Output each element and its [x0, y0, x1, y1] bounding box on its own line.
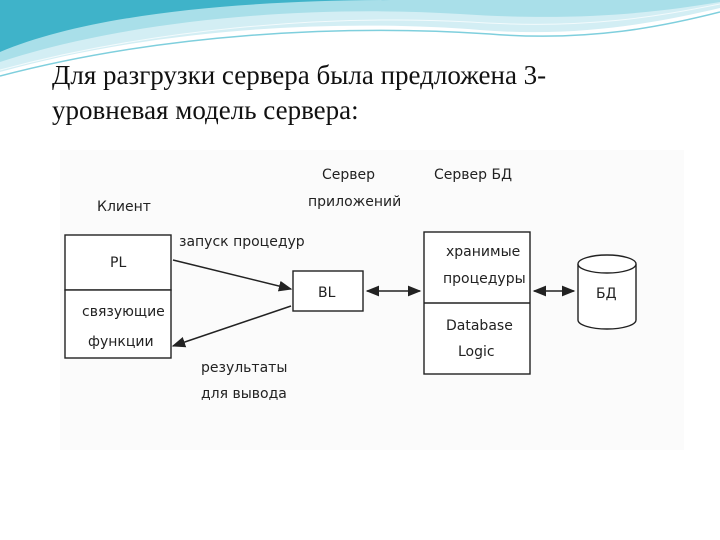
wave-band-dark — [0, 0, 400, 52]
db-label: БД — [596, 286, 617, 302]
architecture-diagram-panel: Клиент PL связующие функции запуск проце… — [60, 150, 684, 450]
slide-title-line1: Для разгрузки сервера была предложена 3- — [52, 60, 547, 90]
three-tier-diagram: Клиент PL связующие функции запуск проце… — [64, 167, 637, 402]
wave-line — [0, 11, 720, 77]
client-pl-label: PL — [110, 255, 126, 271]
db-server-heading: Сервер БД — [434, 167, 512, 183]
results-line2: для вывода — [201, 386, 287, 402]
client-functions-line1: связующие — [82, 304, 165, 320]
client-functions-line2: функции — [88, 334, 154, 350]
app-server-line1: Сервер — [322, 167, 375, 183]
client-functions-box — [64, 289, 172, 359]
launch-arrow — [172, 259, 293, 292]
client-pl-box — [64, 234, 172, 291]
database-cylinder-icon — [577, 254, 637, 330]
header-wave-decoration — [0, 0, 720, 77]
slide-title: Для разгрузки сервера была предложена 3-… — [52, 58, 692, 128]
database-logic-line1: Database — [446, 318, 513, 334]
results-arrow — [171, 305, 292, 348]
stored-procedures-line2: процедуры — [443, 271, 526, 287]
slide-title-line2: уровневая модель сервера: — [52, 95, 359, 125]
client-heading: Клиент — [97, 199, 151, 215]
wave-band-mid — [0, 0, 720, 62]
bl-label: BL — [318, 285, 336, 301]
results-line1: результаты — [201, 360, 287, 376]
stored-procedures-line1: хранимые — [446, 244, 520, 260]
bl-box — [292, 270, 364, 312]
launch-procedures-label: запуск процедур — [179, 234, 305, 250]
app-server-line2: приложений — [308, 194, 401, 210]
wave-line-2 — [0, 3, 720, 71]
database-logic-line2: Logic — [458, 344, 495, 360]
